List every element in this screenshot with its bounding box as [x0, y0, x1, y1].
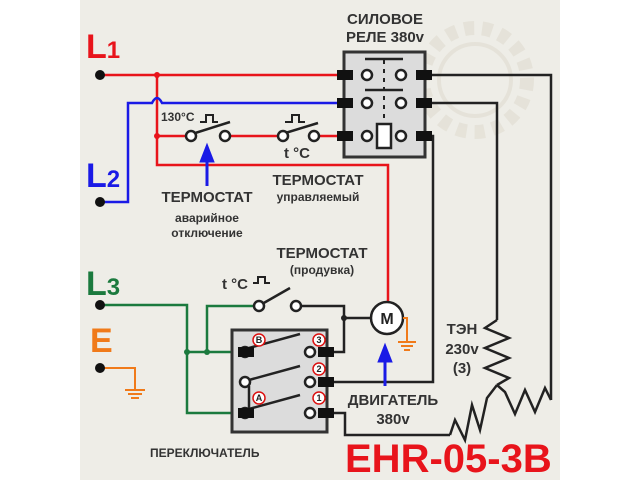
earth-ground-icon [125, 389, 145, 399]
heater-elements [448, 318, 553, 444]
l2-label: L2 [86, 157, 120, 195]
heater-count: (3) [453, 360, 471, 377]
blower-thermostat-temp: t °C [222, 276, 248, 293]
thermostat-switches [184, 120, 321, 313]
l1-label: L1 [86, 28, 120, 66]
relay-title-1: СИЛОВОЕ [347, 11, 423, 28]
earth-label: E [90, 322, 113, 360]
switch-terminal-b: B [256, 335, 263, 345]
selector-switch: B 3 2 A 1 [230, 328, 334, 434]
blower-thermostat-title: ТЕРМОСТАТ [276, 245, 367, 262]
switch-terminal-a: A [256, 393, 263, 403]
motor-title: ДВИГАТЕЛЬ [348, 392, 439, 409]
switch-terminal-2: 2 [316, 364, 321, 374]
relay-title-2: РЕЛЕ 380v [346, 29, 425, 46]
model-name: EHR-05-3B [345, 437, 552, 480]
motor-voltage: 380v [376, 411, 410, 428]
emergency-thermostat-sub1: аварийное [175, 211, 239, 225]
controlled-thermostat-sub: управляемый [277, 190, 360, 204]
switch-terminal-1: 1 [316, 393, 321, 403]
switch-terminal-3: 3 [316, 335, 321, 345]
thermostat-symbol-icons [200, 114, 305, 284]
l2-wire [100, 96, 345, 204]
heater-title: ТЭН [447, 321, 478, 338]
heater-voltage: 230v [445, 341, 479, 358]
emergency-thermostat-title: ТЕРМОСТАТ [161, 189, 252, 206]
l3-label: L3 [86, 265, 120, 303]
pointer-arrows [199, 142, 393, 386]
emergency-thermostat-sub2: отключение [171, 226, 243, 240]
controlled-thermostat-temp: t °C [284, 145, 310, 162]
controlled-thermostat-title: ТЕРМОСТАТ [272, 172, 363, 189]
emergency-thermostat-temp: 130°C [161, 110, 195, 124]
motor-symbol: M [380, 311, 393, 328]
switch-title: ПЕРЕКЛЮЧАТЕЛЬ [150, 446, 260, 460]
power-relay [337, 50, 432, 159]
motor-ground-icon [398, 341, 416, 351]
motor: M [369, 300, 416, 351]
blower-thermostat-sub: (продувка) [290, 263, 354, 277]
input-terminals [95, 70, 105, 373]
